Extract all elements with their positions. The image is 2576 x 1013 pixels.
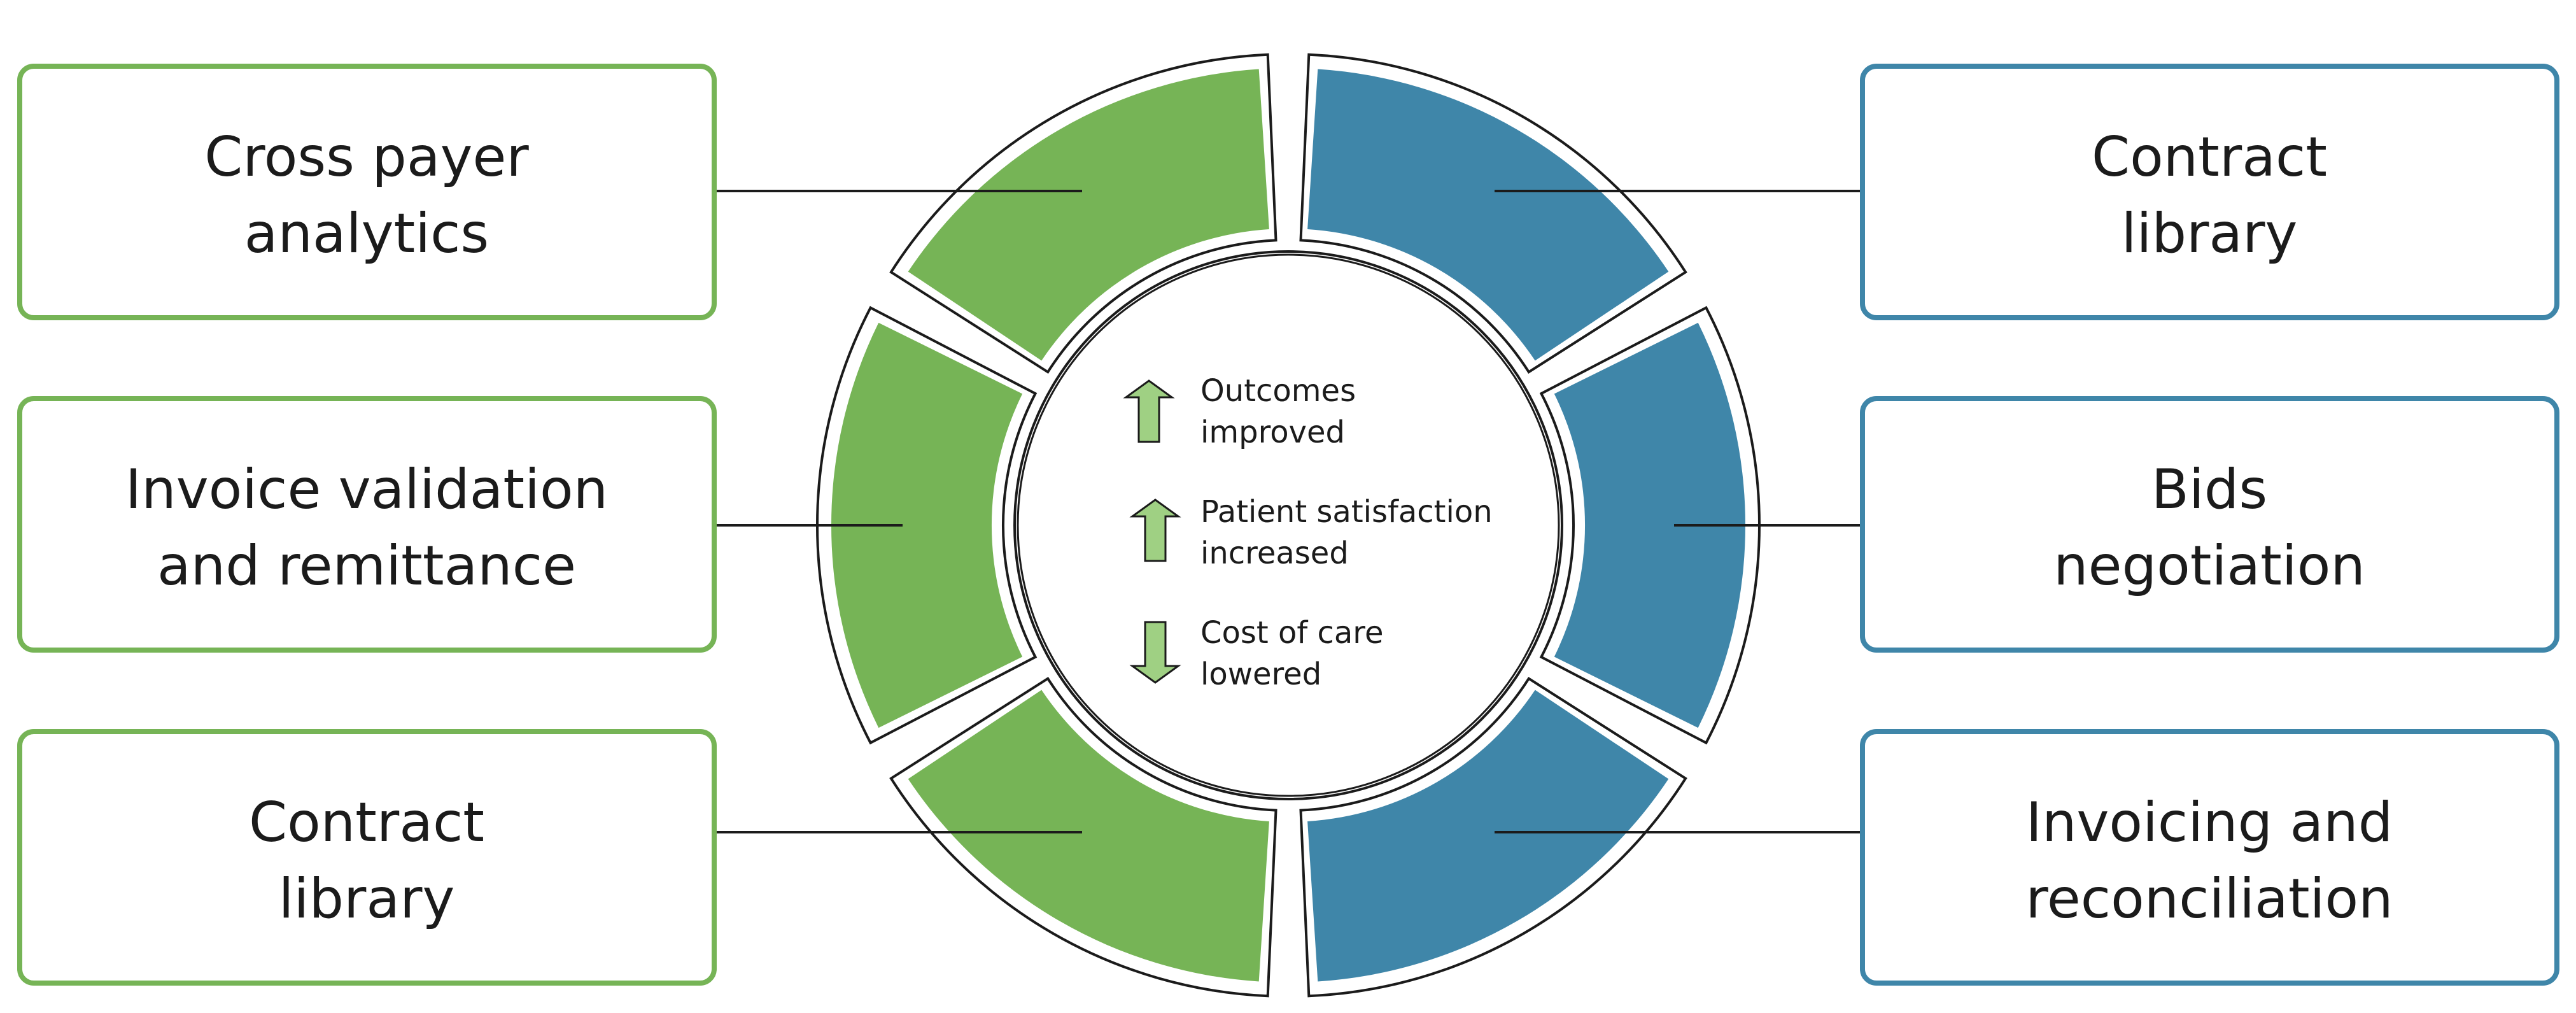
right-box-3: Invoicing and reconciliation: [1860, 729, 2559, 986]
ring-sector-left-top: [908, 69, 1269, 361]
right-box-2-line-1: Bids: [2151, 458, 2267, 521]
left-box-1: Cross payer analytics: [17, 64, 717, 320]
outcome-2-line-2: increased: [1200, 535, 1349, 571]
outcome-2-line-1: Patient satisfaction: [1200, 494, 1493, 530]
right-box-3-line-1: Invoicing and: [2026, 791, 2393, 854]
left-box-1-frame: [17, 64, 717, 320]
left-box-1-line-1: Cross payer: [204, 125, 529, 189]
right-box-3-line-2: reconciliation: [2025, 867, 2393, 931]
right-box-1-line-1: Contract: [2092, 125, 2327, 189]
left-box-2-line-1: Invoice validation: [125, 458, 608, 521]
ring-sector-right-middle: [1554, 322, 1746, 728]
outcome-3-line-1: Cost of care: [1200, 615, 1384, 651]
right-box-1: Contract library: [1860, 64, 2559, 320]
right-box-1-frame: [1860, 64, 2559, 320]
left-box-2-line-2: and remittance: [157, 534, 576, 598]
ring-sector-right-top: [1307, 69, 1669, 361]
center-inner-circle: [1017, 253, 1560, 797]
left-box-3: Contract library: [17, 729, 717, 986]
outcome-1: Outcomes improved: [1123, 373, 1356, 450]
ring-sector-left-bottom: [908, 690, 1269, 982]
left-box-1-line-2: analytics: [244, 202, 489, 266]
right-box-2-frame: [1860, 396, 2559, 653]
right-box-2: Bids negotiation: [1860, 396, 2559, 653]
arrow-down-icon: [1129, 621, 1181, 684]
outcome-1-line-2: improved: [1200, 414, 1345, 450]
outcome-3-line-2: lowered: [1200, 656, 1321, 692]
right-box-1-line-2: library: [2122, 202, 2298, 266]
outcome-3: Cost of care lowered: [1129, 615, 1384, 692]
right-box-3-frame: [1860, 729, 2559, 986]
left-box-3-line-2: library: [279, 867, 455, 931]
arrow-up-icon: [1129, 499, 1181, 562]
left-box-2: Invoice validation and remittance: [17, 396, 717, 653]
outcome-2: Patient satisfaction increased: [1129, 494, 1493, 571]
colored-ring: [831, 69, 1746, 982]
ring-sector-right-bottom: [1307, 690, 1669, 982]
outcome-1-line-1: Outcomes: [1200, 373, 1356, 409]
left-box-2-frame: [17, 396, 717, 653]
ring-sector-left-middle: [831, 322, 1023, 728]
arrow-up-icon: [1123, 379, 1175, 443]
right-box-2-line-2: negotiation: [2053, 534, 2365, 598]
left-box-3-line-1: Contract: [249, 791, 484, 854]
left-box-3-frame: [17, 729, 717, 986]
connector-lines: [714, 190, 1862, 833]
